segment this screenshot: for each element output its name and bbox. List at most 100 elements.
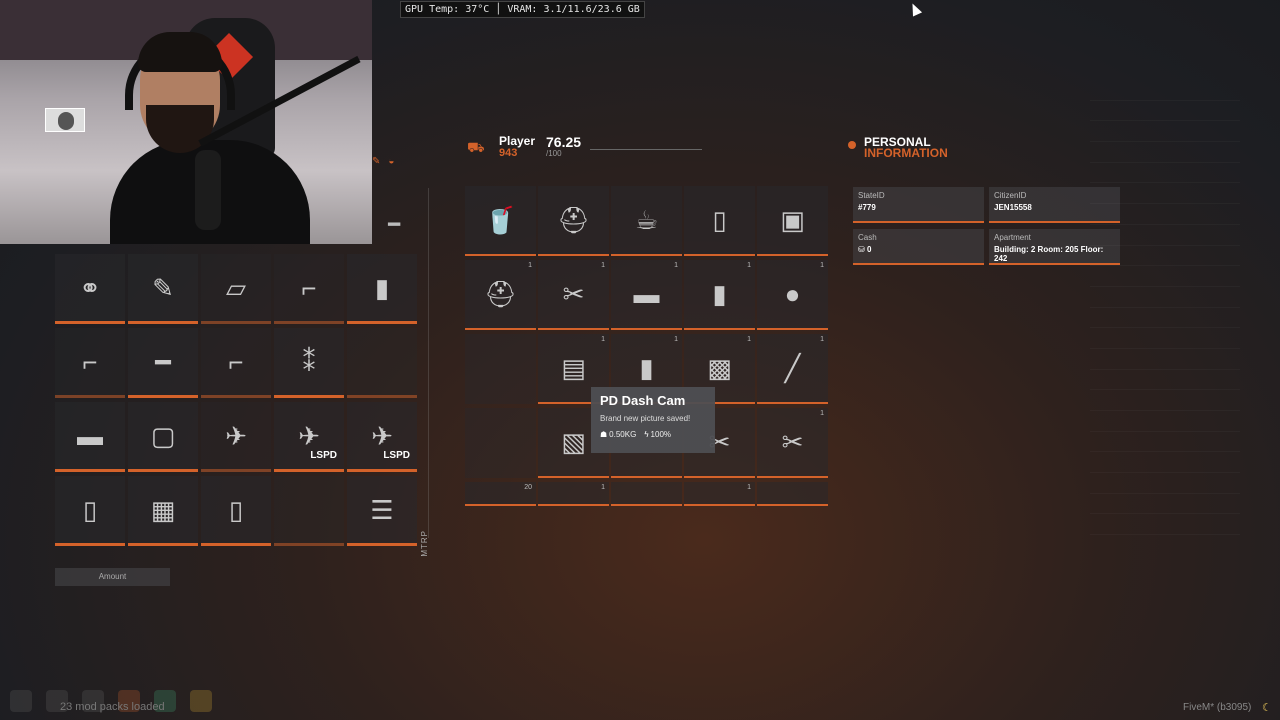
side-label: MTRP: [420, 530, 429, 557]
ground-slot[interactable]: ⌐: [55, 328, 125, 398]
item-icon: ●: [784, 279, 801, 309]
item-icon: ▦: [150, 494, 176, 525]
ground-slot[interactable]: ━: [128, 328, 198, 398]
player-slot[interactable]: ▮1: [684, 260, 755, 330]
item-count: 20: [524, 484, 532, 491]
tooltip-description: Brand new picture saved!: [600, 414, 691, 423]
cash-card: Cash ⛁ 0: [853, 229, 984, 265]
ground-slot[interactable]: ▯: [201, 476, 271, 546]
ground-slot[interactable]: ⁑: [274, 328, 344, 398]
item-count: 1: [601, 262, 605, 269]
background-list-row: [1090, 287, 1240, 308]
ground-slot[interactable]: ▬: [55, 402, 125, 472]
background-list-row: [1090, 121, 1240, 142]
player-slot[interactable]: ▯: [684, 186, 755, 256]
bag-icon[interactable]: ◒: [388, 156, 395, 167]
player-slot[interactable]: 🥤: [465, 186, 536, 256]
item-icon: ▬: [633, 279, 660, 309]
dock-app-icon: [118, 690, 140, 712]
ground-slot[interactable]: ▱: [201, 254, 271, 324]
item-icon: ▩: [707, 353, 732, 383]
moon-icon: ☾: [1262, 702, 1272, 714]
item-icon: ☰: [370, 494, 394, 525]
citizenid-value: JEN15558: [994, 203, 1032, 212]
background-list-row: [1090, 473, 1240, 494]
player-slot[interactable]: ▬1: [611, 260, 682, 330]
item-icon: ▢: [150, 420, 176, 451]
ground-slot[interactable]: ✈: [201, 402, 271, 472]
player-slot[interactable]: ✂1: [538, 260, 609, 330]
stateid-label: StateID: [858, 191, 885, 200]
player-slot[interactable]: ✂1: [757, 408, 828, 478]
stateid-value: #779: [858, 203, 876, 212]
tooltip-durability: 100%: [650, 430, 672, 439]
background-list-row: [1090, 225, 1240, 246]
item-tag: LSPD: [310, 450, 337, 461]
item-count: 1: [601, 484, 605, 491]
dock-app-icon: [10, 690, 32, 712]
weight-bar: [590, 149, 702, 150]
ground-slot[interactable]: ⌐: [201, 328, 271, 398]
player-max-weight: /100: [546, 149, 562, 158]
player-slot[interactable]: 1: [684, 482, 755, 506]
player-slot[interactable]: 1: [538, 482, 609, 506]
player-slot[interactable]: [465, 408, 536, 478]
item-count: 1: [674, 262, 678, 269]
car-icon: ⛟: [467, 139, 485, 155]
ground-slot[interactable]: [347, 328, 417, 398]
background-list: [1090, 80, 1240, 535]
player-slot[interactable]: ▤1: [538, 334, 609, 404]
player-slot[interactable]: 20: [465, 482, 536, 506]
ground-slot[interactable]: ▮: [347, 254, 417, 324]
player-slot[interactable]: ╱1: [757, 334, 828, 404]
item-icon: ⛑: [556, 205, 590, 235]
bottom-dock: [10, 690, 212, 712]
wrench-icon[interactable]: ✎: [372, 156, 381, 167]
item-icon: ▤: [561, 353, 586, 383]
ground-slot[interactable]: ✈LSPD: [347, 402, 417, 472]
player-slot[interactable]: ▣: [757, 186, 828, 256]
player-slot[interactable]: ⛑1: [465, 260, 536, 330]
item-icon: ▮: [712, 279, 727, 309]
amount-input[interactable]: Amount: [55, 568, 170, 586]
background-list-row: [1090, 142, 1240, 163]
ground-slot[interactable]: ▯: [55, 476, 125, 546]
ground-slot[interactable]: ▦: [128, 476, 198, 546]
ground-slot[interactable]: ⌐: [274, 254, 344, 324]
item-icon: ✂: [562, 279, 585, 309]
player-slot[interactable]: [757, 482, 828, 506]
rifle-item-icon[interactable]: ━: [387, 213, 401, 236]
left-inventory-tools: ✎ ◒: [372, 156, 394, 167]
player-slot[interactable]: ⛑: [538, 186, 609, 256]
ground-slot[interactable]: ✎: [128, 254, 198, 324]
item-icon: ▱: [226, 272, 246, 303]
ground-slot[interactable]: ☰: [347, 476, 417, 546]
gpu-stats-overlay: GPU Temp: 37°C │ VRAM: 3.1/11.6/23.6 GB: [400, 1, 645, 18]
player-slot[interactable]: ●1: [757, 260, 828, 330]
dock-app-icon: [154, 690, 176, 712]
item-icon: ━: [155, 346, 171, 377]
item-icon: ╱: [784, 353, 801, 383]
ground-slot[interactable]: ✈LSPD: [274, 402, 344, 472]
background-list-row: [1090, 183, 1240, 204]
player-slot[interactable]: [465, 334, 536, 404]
ground-slot[interactable]: ⚭: [55, 254, 125, 324]
player-slot[interactable]: [611, 482, 682, 506]
background-list-row: [1090, 204, 1240, 225]
background-list-row: [1090, 80, 1240, 101]
webcam-overlay: [0, 0, 372, 244]
ground-slot[interactable]: [274, 476, 344, 546]
tooltip-title: PD Dash Cam: [600, 393, 686, 408]
item-icon: ▬: [77, 420, 103, 451]
background-list-row: [1090, 349, 1240, 370]
background-list-row: [1090, 266, 1240, 287]
item-icon: ☕: [634, 205, 659, 235]
item-icon: ▯: [712, 205, 727, 235]
player-slot[interactable]: ☕: [611, 186, 682, 256]
ground-slot[interactable]: ▢: [128, 402, 198, 472]
item-tooltip: PD Dash Cam Brand new picture saved! ☗0.…: [591, 387, 715, 453]
item-icon: ⌐: [82, 346, 98, 377]
item-icon: ▯: [82, 494, 98, 525]
webcam-pip-avatar: [45, 108, 85, 132]
cash-label: Cash: [858, 233, 877, 242]
